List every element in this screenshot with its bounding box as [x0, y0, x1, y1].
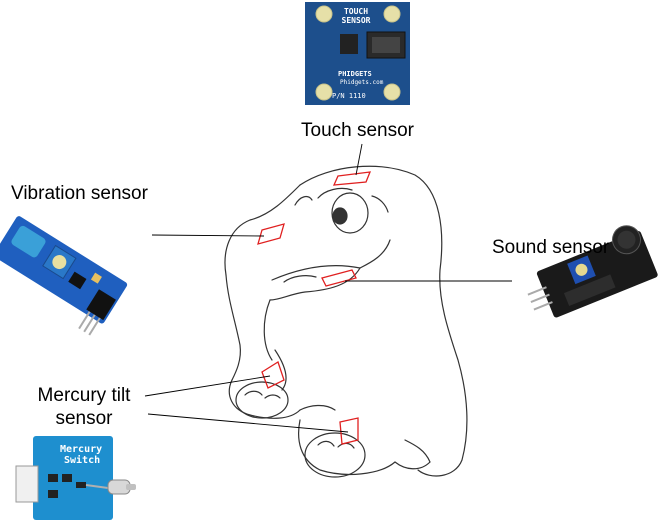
- vibration-sensor-label: Vibration sensor: [11, 183, 148, 204]
- touch-board-url: Phidgets.com: [340, 79, 384, 86]
- mercury-tilt-sensor-label: Mercury tilt sensor: [14, 384, 154, 430]
- mercury-board-line2: Switch: [64, 454, 100, 466]
- touch-sensor-board: TOUCH SENSOR PHIDGETS Phidgets.com P/N 1…: [305, 2, 410, 105]
- tilt-leader-1: [144, 375, 271, 397]
- touch-board-title-1: TOUCH: [344, 7, 368, 16]
- tilt-leader-2: [147, 413, 349, 433]
- touch-board-part: P/N 1110: [332, 92, 366, 100]
- leader-lines: [144, 143, 512, 433]
- vibration-leader: [151, 234, 265, 237]
- touch-board-title-2: SENSOR: [342, 16, 371, 25]
- touch-sensor-label: Touch sensor: [301, 120, 415, 141]
- mercury-board-line1: Mercury: [60, 444, 102, 455]
- vibration-marker: [257, 223, 285, 245]
- mercury-switch-board: Mercury Switch: [15, 436, 136, 520]
- elephant-drawing: [224, 165, 468, 478]
- sensor-markers: [257, 171, 372, 445]
- sound-sensor-board: [527, 225, 658, 318]
- tilt-marker-1: [261, 361, 285, 389]
- sound-sensor-label: Sound sensor: [492, 237, 610, 258]
- tilt-marker-2: [339, 417, 359, 445]
- touch-leader: [355, 143, 363, 176]
- vibration-sensor-board: [0, 216, 128, 336]
- mercury-label-line1: Mercury tilt: [37, 385, 131, 406]
- touch-board-brand: PHIDGETS: [338, 70, 372, 78]
- mercury-label-line2: sensor: [55, 408, 113, 429]
- touch-marker: [332, 171, 372, 186]
- sound-marker: [321, 269, 357, 287]
